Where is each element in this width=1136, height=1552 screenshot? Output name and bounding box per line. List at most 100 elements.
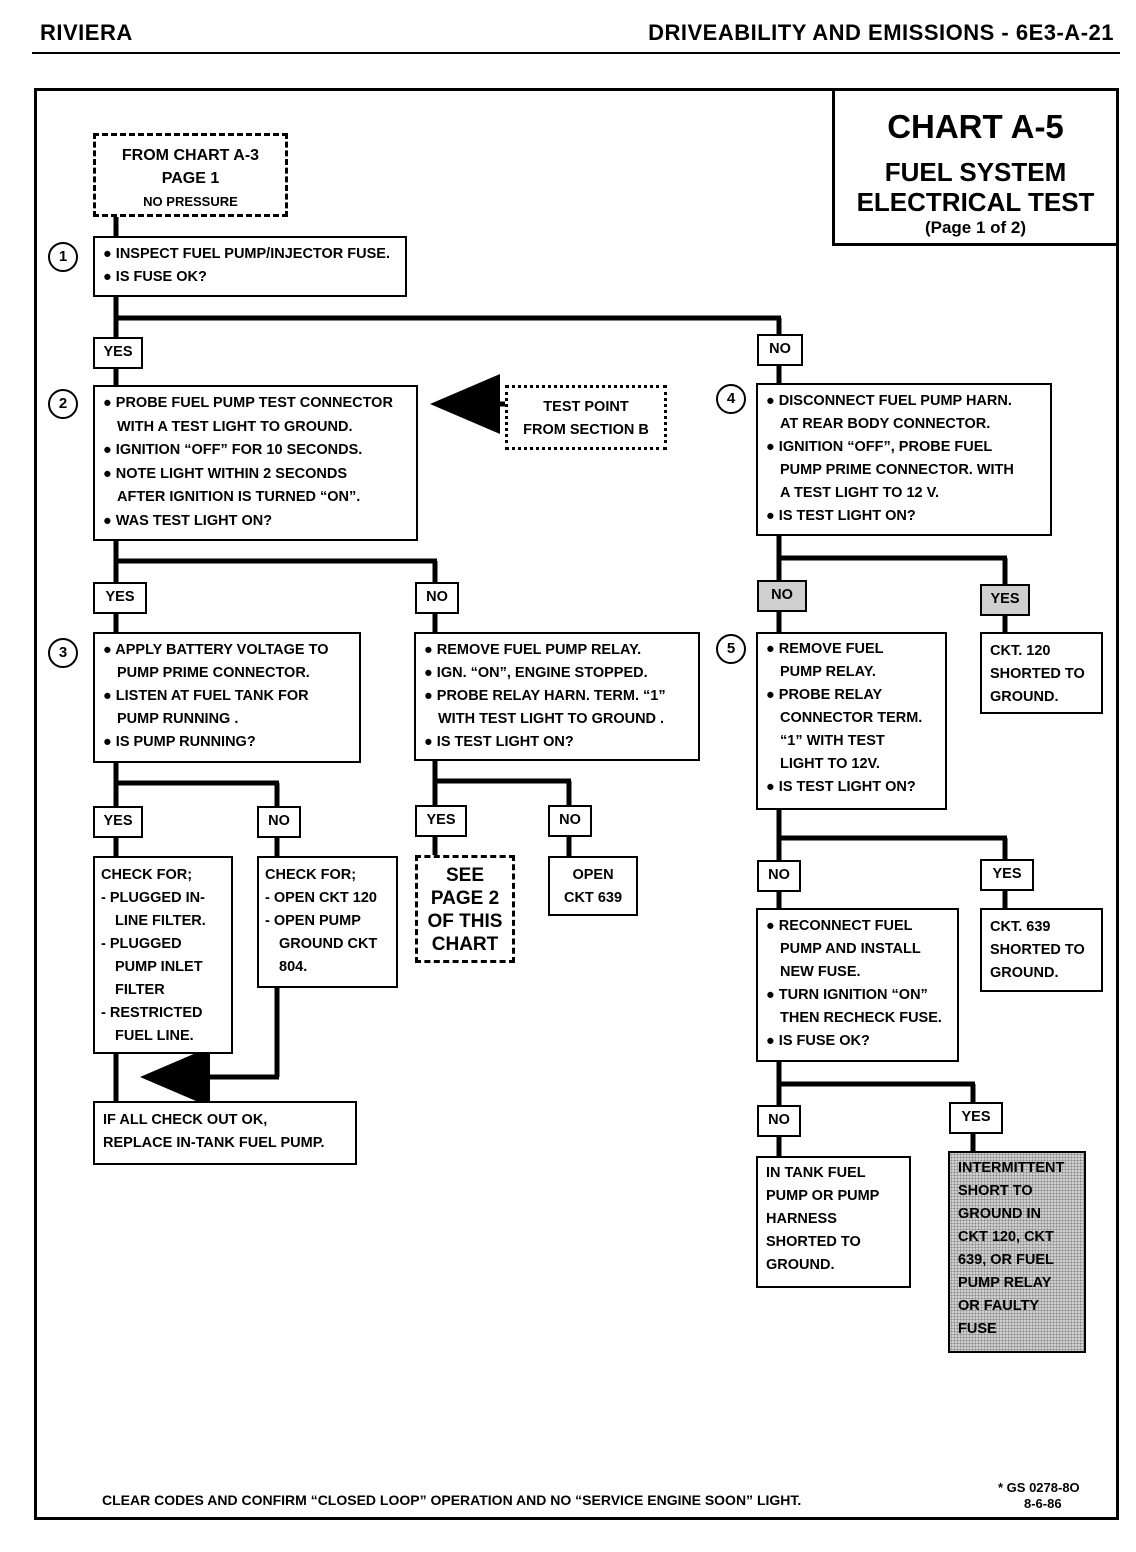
step-4-box: ● DISCONNECT FUEL PUMP HARN. AT REAR BOD… (756, 383, 1052, 536)
replace-pump-box: IF ALL CHECK OUT OK, REPLACE IN-TANK FUE… (93, 1101, 357, 1165)
step-4-line: ● DISCONNECT FUEL PUMP HARN. (766, 393, 1012, 409)
step-number-5: 5 (716, 634, 746, 664)
header-left: RIVIERA (40, 20, 133, 45)
chart-title: CHART A-5 (887, 108, 1064, 145)
step-3-line: ● IS PUMP RUNNING? (103, 734, 256, 750)
test-point-line-2: FROM SECTION B (523, 422, 649, 438)
ckt639-line: CKT. 639 (990, 919, 1051, 935)
step-3-line: PUMP PRIME CONNECTOR. (117, 665, 310, 681)
check-for-yes-box: CHECK FOR; - PLUGGED IN- LINE FILTER. - … (93, 856, 233, 1054)
check-yes-line: LINE FILTER. (115, 913, 206, 929)
step-2-line: ● PROBE FUEL PUMP TEST CONNECTOR (103, 395, 393, 411)
chart-title-block: CHART A-5 FUEL SYSTEM ELECTRICAL TEST (P… (832, 88, 1119, 246)
step-number-1: 1 (48, 242, 78, 272)
intermittent-line: SHORT TO (958, 1183, 1033, 1199)
step-5-box: ● REMOVE FUEL PUMP RELAY. ● PROBE RELAY … (756, 632, 947, 810)
check-yes-line: CHECK FOR; (101, 867, 193, 883)
check-yes-line: - PLUGGED (101, 936, 182, 952)
check-no-line: - OPEN CKT 120 (265, 890, 377, 906)
chart-subtitle-2: ELECTRICAL TEST (856, 187, 1095, 217)
reconnect-line: NEW FUSE. (780, 964, 861, 980)
step-1-box: ● INSPECT FUEL PUMP/INJECTOR FUSE. ● IS … (93, 236, 407, 297)
test-point-box: TEST POINT FROM SECTION B (505, 385, 667, 450)
in-tank-result-box: IN TANK FUEL PUMP OR PUMP HARNESS SHORTE… (756, 1156, 911, 1288)
relay-step-line: ● IS TEST LIGHT ON? (424, 734, 574, 750)
reconnect-step-box: ● RECONNECT FUEL PUMP AND INSTALL NEW FU… (756, 908, 959, 1062)
intank-line: HARNESS (766, 1211, 837, 1227)
intermittent-line: 639, OR FUEL (958, 1252, 1054, 1268)
ckt639-result-box: CKT. 639 SHORTED TO GROUND. (980, 908, 1103, 992)
yes-label: YES (93, 806, 143, 838)
start-line-2: PAGE 1 (161, 170, 220, 187)
see-page-2-box: SEE PAGE 2 OF THIS CHART (415, 855, 515, 963)
replace-line: IF ALL CHECK OUT OK, (103, 1112, 268, 1128)
start-line-1: FROM CHART A-3 (121, 147, 260, 164)
reconnect-line: THEN RECHECK FUSE. (780, 1010, 942, 1026)
yes-label: YES (949, 1102, 1003, 1134)
step-4-line: A TEST LIGHT TO 12 V. (780, 485, 939, 501)
step-3-line: PUMP RUNNING . (117, 711, 239, 727)
see-page2-line: PAGE 2 (430, 888, 500, 909)
relay-step-line: ● REMOVE FUEL PUMP RELAY. (424, 642, 642, 658)
footer-ref-date: 8-6-86 (1024, 1496, 1062, 1511)
step-number-4: 4 (716, 384, 746, 414)
ckt120-line: CKT. 120 (990, 643, 1051, 659)
header-rule (32, 52, 1120, 54)
step-5-line: ● REMOVE FUEL (766, 641, 884, 657)
no-label: NO (757, 334, 803, 366)
chart-frame (34, 88, 1119, 1520)
check-no-line: CHECK FOR; (265, 867, 357, 883)
step-2-line: AFTER IGNITION IS TURNED “ON”. (117, 489, 361, 505)
step-5-line: LIGHT TO 12V. (780, 756, 880, 772)
see-page2-line: OF THIS (427, 911, 503, 932)
relay-step-line: ● IGN. “ON”, ENGINE STOPPED. (424, 665, 648, 681)
step-number-3: 3 (48, 638, 78, 668)
intank-line: SHORTED TO (766, 1234, 861, 1250)
check-yes-line: FILTER (115, 982, 165, 998)
step-5-line: ● IS TEST LIGHT ON? (766, 779, 916, 795)
step-5-line: ● PROBE RELAY (766, 687, 883, 703)
no-label: NO (757, 1105, 801, 1137)
step-3-line: ● APPLY BATTERY VOLTAGE TO (103, 642, 329, 658)
yes-label: YES (93, 582, 147, 614)
step-2-line: ● IGNITION “OFF” FOR 10 SECONDS. (103, 442, 363, 458)
reconnect-line: ● TURN IGNITION “ON” (766, 987, 928, 1003)
step-5-line: “1” WITH TEST (780, 733, 885, 749)
test-point-line-1: TEST POINT (543, 399, 629, 415)
relay-step-line: ● PROBE RELAY HARN. TERM. “1” (424, 688, 666, 704)
check-yes-line: - RESTRICTED (101, 1005, 203, 1021)
header-right: DRIVEABILITY AND EMISSIONS - 6E3-A-21 (648, 20, 1114, 45)
footer-ref-code: * GS 0278-8O (998, 1480, 1080, 1495)
check-no-line: 804. (279, 959, 308, 975)
ckt639-line: GROUND. (990, 965, 1059, 981)
open639-line: OPEN (572, 867, 614, 883)
footer-note: CLEAR CODES AND CONFIRM “CLOSED LOOP” OP… (102, 1492, 802, 1508)
step-4-line: AT REAR BODY CONNECTOR. (780, 416, 991, 432)
chart-subtitle-1: FUEL SYSTEM (884, 157, 1067, 187)
chart-page-note: (Page 1 of 2) (924, 218, 1027, 237)
intermittent-line: GROUND IN (958, 1206, 1041, 1222)
step-1-line: ● INSPECT FUEL PUMP/INJECTOR FUSE. (103, 246, 390, 262)
intank-line: GROUND. (766, 1257, 835, 1273)
intermittent-line: OR FAULTY (958, 1298, 1040, 1314)
relay-step-line: WITH TEST LIGHT TO GROUND . (438, 711, 665, 727)
no-label: NO (415, 582, 459, 614)
step-3-line: ● LISTEN AT FUEL TANK FOR (103, 688, 309, 704)
open-ckt639-box: OPEN CKT 639 (548, 856, 638, 916)
step-5-line: CONNECTOR TERM. (780, 710, 923, 726)
step-4-line: PUMP PRIME CONNECTOR. WITH (780, 462, 1014, 478)
check-no-line: GROUND CKT (279, 936, 378, 952)
no-label-shaded: NO (757, 580, 807, 612)
no-label: NO (257, 806, 301, 838)
step-1-line: ● IS FUSE OK? (103, 269, 207, 285)
step-2-line: WITH A TEST LIGHT TO GROUND. (117, 418, 353, 435)
intank-line: IN TANK FUEL (766, 1165, 866, 1181)
no-label: NO (757, 860, 801, 892)
yes-label: YES (93, 337, 143, 369)
intank-line: PUMP OR PUMP (766, 1188, 880, 1204)
step-3-box: ● APPLY BATTERY VOLTAGE TO PUMP PRIME CO… (93, 632, 361, 763)
ckt120-result-box: CKT. 120 SHORTED TO GROUND. (980, 632, 1103, 714)
reconnect-line: ● IS FUSE OK? (766, 1033, 870, 1049)
step-4-line: ● IGNITION “OFF”, PROBE FUEL (766, 439, 993, 455)
yes-label: YES (415, 805, 467, 837)
